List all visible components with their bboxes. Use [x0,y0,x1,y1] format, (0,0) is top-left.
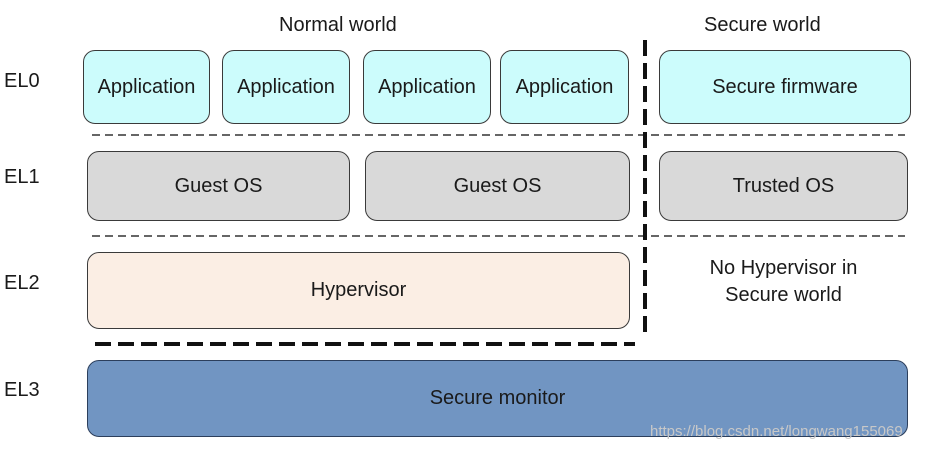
application-box-1: Application [83,50,210,124]
normal-world-title: Normal world [279,14,397,36]
application-box-3: Application [363,50,491,124]
trusted-os-box: Trusted OS [659,151,908,221]
el3-label: EL3 [4,379,40,401]
application-box-4: Application [500,50,629,124]
application-box-2: Application [222,50,350,124]
secure-world-title: Secure world [704,14,821,36]
el0-label: EL0 [4,70,40,92]
no-hypervisor-note-line1: No Hypervisor in [709,257,858,279]
secure-firmware-box: Secure firmware [659,50,911,124]
el2-label: EL2 [4,272,40,294]
watermark-text: https://blog.csdn.net/longwang155069 [650,423,903,440]
no-hypervisor-note: No Hypervisor in Secure world [660,255,907,309]
guest-os-box-1: Guest OS [87,151,350,221]
el1-label: EL1 [4,166,40,188]
no-hypervisor-note-line2: Secure world [725,284,842,306]
guest-os-box-2: Guest OS [365,151,630,221]
hypervisor-box: Hypervisor [87,252,630,329]
secure-monitor-box: Secure monitor [87,360,908,437]
